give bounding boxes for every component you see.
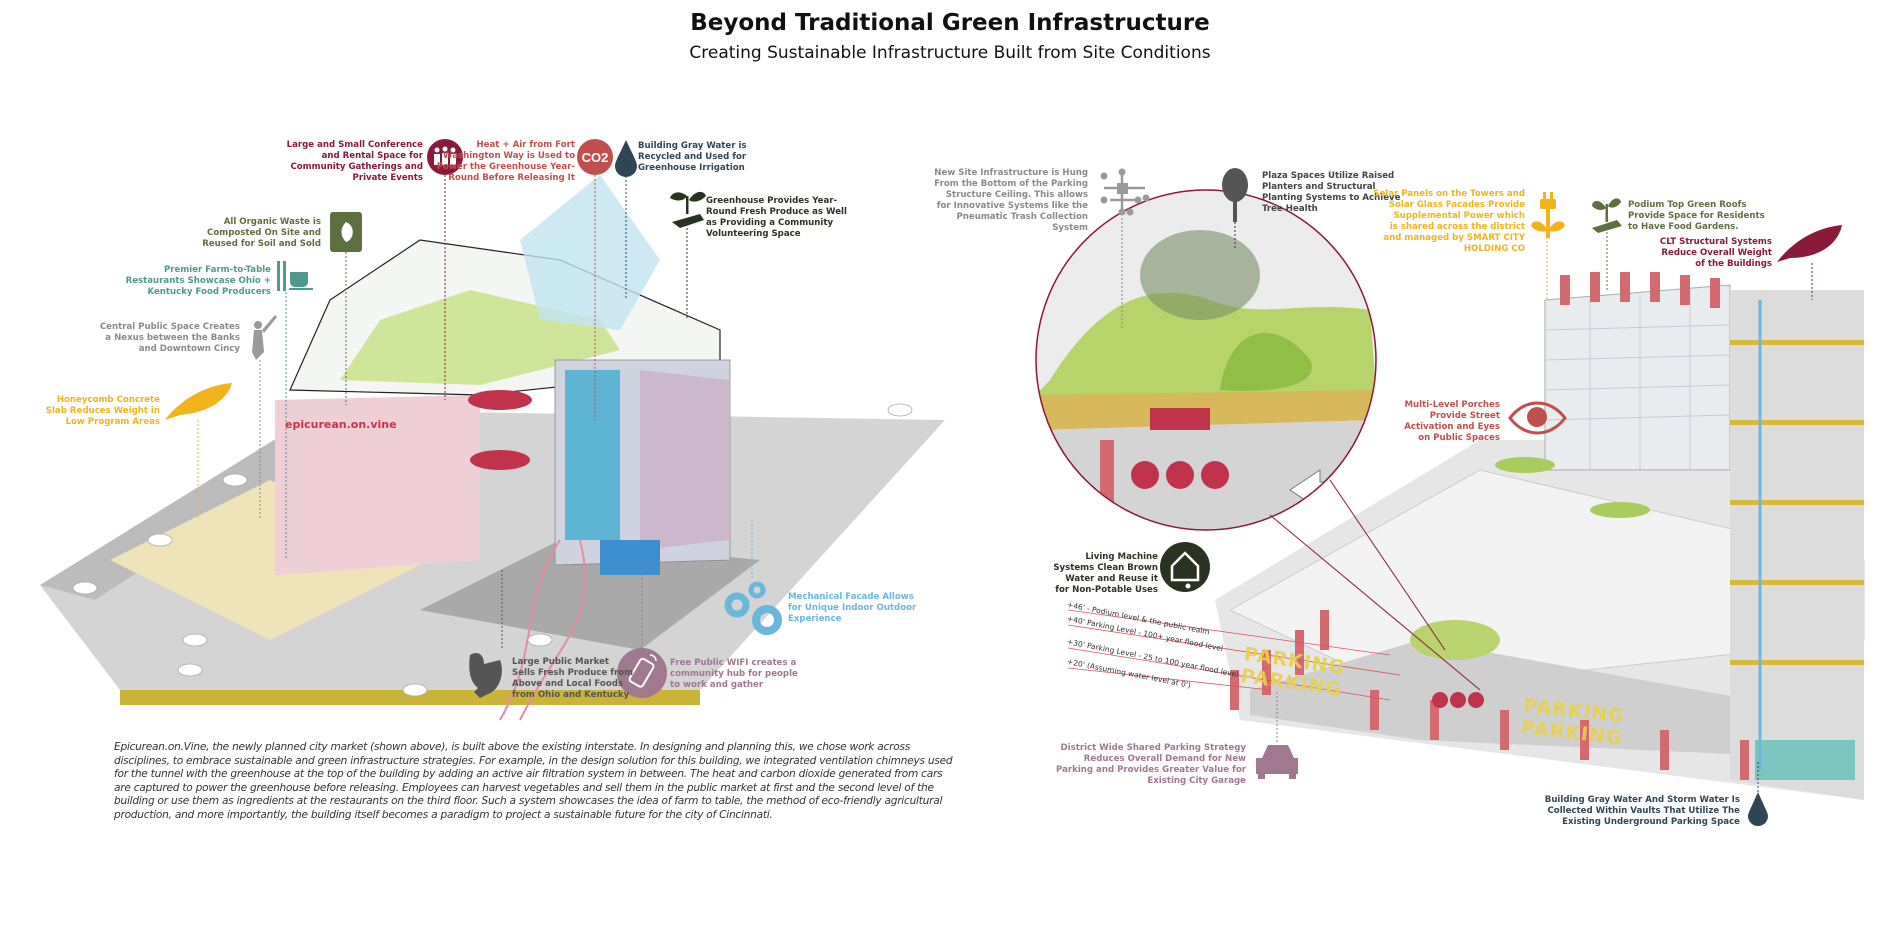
base-wall [120,690,700,705]
label-honeycomb-slab: Honeycomb Concrete Slab Reduces Weight i… [45,395,160,427]
label-living-machine: Living Machine Systems Clean Brown Water… [1053,552,1158,595]
tower-glass [1544,284,1731,471]
red-columns [1230,610,1749,780]
label-conference-space: Large and Small Conference and Rental Sp… [286,140,423,183]
green-roof-2 [1590,502,1650,518]
building-sign: epicurean.on.vine [285,418,397,431]
lower-parking-deck [1250,640,1864,760]
mauve-facade [640,370,730,550]
label-gray-water: Building Gray Water is Recycled and Used… [638,141,747,173]
label-plaza-spaces: Plaza Spaces Utilize Raised Planters and… [1262,171,1401,214]
page-subtitle: Creating Sustainable Infrastructure Buil… [689,43,1211,63]
storage-vault [1755,740,1855,780]
tower-grid [1544,290,1731,470]
leaf-bag-icon [330,212,362,252]
label-podium-green-roofs: Podium Top Green Roofs Provide Space for… [1628,200,1765,232]
red-feather-icon [1777,225,1842,262]
elevation-lines [1067,609,1401,701]
label-parking-strategy: District Wide Shared Parking Strategy Re… [1056,743,1246,786]
co2-icon: CO2 [577,139,613,175]
car-icon [1256,745,1298,779]
ventilation-shaft [565,370,620,540]
fork-knife-cup-icon [277,261,313,291]
water-drop-icon-right [1748,792,1768,826]
label-organic-waste: All Organic Waste is Composted On Site a… [202,217,321,249]
label-porches: Multi-Level Porches Provide Street Activ… [1404,400,1500,443]
right-building-drawing [1215,272,1865,800]
green-roof [1495,457,1555,473]
label-mechanical-facade: Mechanical Facade Allows for Unique Indo… [788,592,917,624]
label-storm-water: Building Gray Water And Storm Water Is C… [1544,795,1740,827]
label-co2-heat: Heat + Air from Fort Washington Way is U… [436,140,575,183]
hand-plant-icon [670,191,706,228]
wifi-phone-icon [617,648,667,698]
red-atrium-lower [470,450,530,470]
pink-facade [275,395,480,575]
solar-panels [1560,272,1720,308]
feather-icon [165,383,232,420]
label-public-space: Central Public Space Creates a Nexus bet… [99,322,240,354]
label-solar-panels: Solar Panels on the Towers and Solar Gla… [1373,189,1525,254]
detail-callout-circle [1035,189,1481,691]
label-greenhouse: Greenhouse Provides Year- Round Fresh Pr… [706,196,847,239]
plaza-trees [1410,620,1500,660]
right-tower-section [1730,290,1864,800]
tree-icon [1222,168,1248,222]
hand-sprout-icon [1592,198,1622,233]
red-tanks [1432,692,1484,708]
water-drop-icon [615,140,637,177]
floor-slabs [1730,340,1864,665]
left-leader-lines [197,172,753,648]
description-paragraph: Epicurean.on.Vine, the newly planned cit… [114,741,953,821]
label-site-infrastructure: New Site Infrastructure is Hung From the… [934,168,1088,233]
plug-flower-icon [1531,192,1565,238]
rooster-icon [469,653,502,698]
trumpet-player-icon [252,315,277,360]
red-atrium [468,390,532,410]
label-restaurants: Premier Farm-to-Table Restaurants Showca… [125,265,271,297]
co2-icon-text: CO2 [582,150,609,165]
blue-truck [600,540,660,575]
label-public-wifi: Free Public WIFI creates a community hub… [670,658,798,690]
lower-road [420,540,760,650]
page-title: Beyond Traditional Green Infrastructure [690,10,1210,36]
label-clt-structure: CLT Structural Systems Reduce Overall We… [1659,237,1772,269]
infrastructure-network-icon [1100,168,1150,216]
eye-icon [1508,401,1567,435]
ventilation-plume [520,175,660,330]
people-icon [427,139,463,175]
left-building-drawing [40,175,945,721]
cars [72,403,913,697]
house-water-icon [1160,542,1210,592]
air-flow-lines [499,539,587,721]
gears-icon [724,581,782,635]
label-public-market: Large Public Market Sells Fresh Produce … [512,657,634,700]
